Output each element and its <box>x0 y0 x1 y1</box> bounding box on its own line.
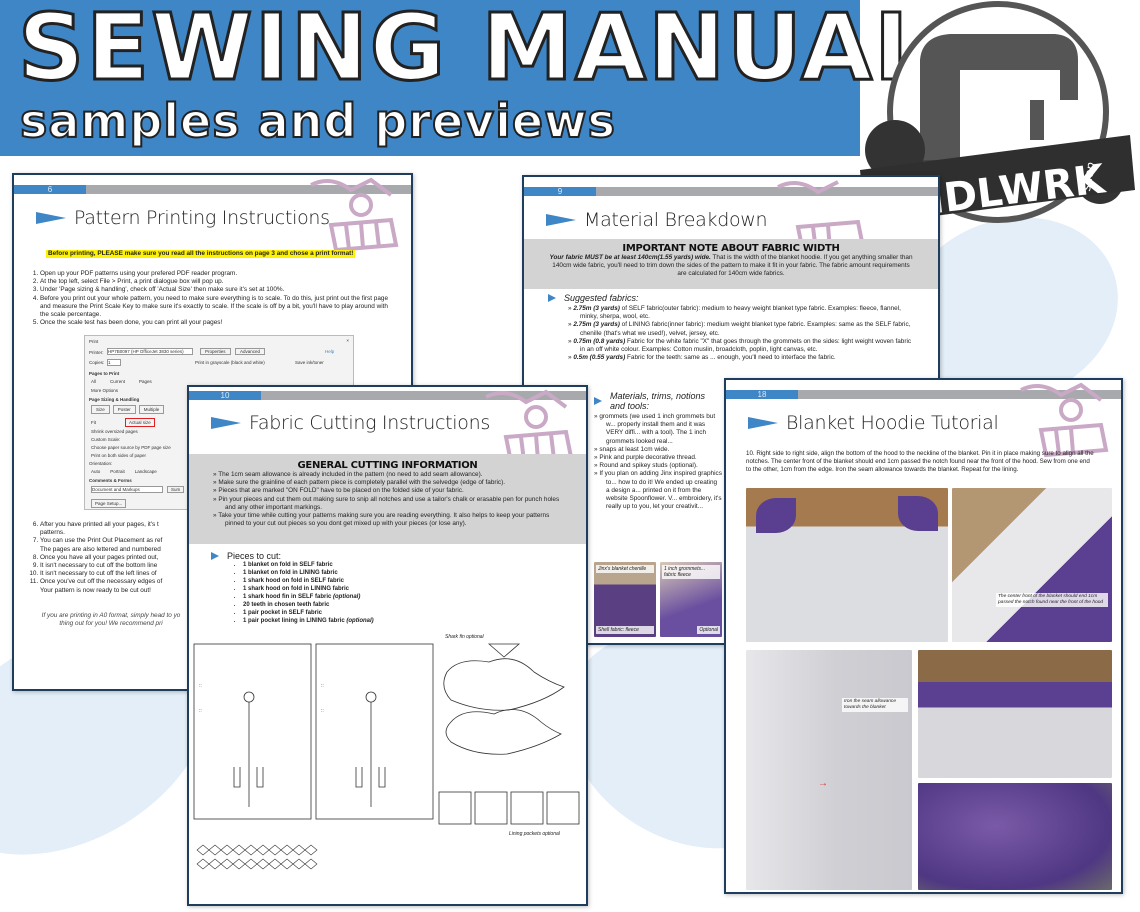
tooth-piece <box>304 858 318 870</box>
arrow-icon <box>748 417 778 429</box>
page-number: 6 <box>14 185 86 194</box>
tooth-piece <box>232 858 246 870</box>
svg-text:::: :: <box>321 683 324 689</box>
page-heading: Fabric Cutting Instructions <box>211 412 490 434</box>
pattern-layout-diagram: :::::::: <box>193 643 580 870</box>
steps-list: Open up your PDF patterns using your pre… <box>22 270 392 327</box>
svg-text:::: :: <box>321 708 324 714</box>
arrow-icon <box>36 212 66 224</box>
fabric-list: 2.75m (3 yards) of SELF fabric(outer fab… <box>548 305 914 362</box>
tooth-piece <box>256 858 270 870</box>
heading-text: Pattern Printing Instructions <box>74 207 330 229</box>
jinx-doodle <box>1020 382 1109 458</box>
cutting-info: GENERAL CUTTING INFORMATION The 1cm seam… <box>189 454 586 544</box>
page-number: 18 <box>726 390 798 399</box>
arrow-icon <box>594 397 602 405</box>
tutorial-photo: Iron the seam allowance towards the blan… <box>746 650 912 890</box>
a0-note: If you are printing in A0 format, simply… <box>41 612 181 628</box>
tooth-piece <box>280 858 294 870</box>
heading-text: Material Breakdown <box>584 209 768 231</box>
tooth-piece <box>292 858 306 870</box>
tooth-piece <box>220 844 234 856</box>
page-bar: 9 <box>524 187 938 196</box>
steps-list-continued: After you have printed all your pages, i… <box>22 521 188 595</box>
tooth-piece <box>256 844 270 856</box>
suggested-fabrics-heading: Suggested fabrics: <box>548 293 914 303</box>
page-bar: 6 <box>14 185 411 194</box>
tooth-piece <box>292 844 306 856</box>
tooth-piece <box>208 858 222 870</box>
heading-text: Blanket Hoodie Tutorial <box>786 412 999 434</box>
arrow-icon <box>548 294 556 302</box>
notice: Before printing, PLEASE make sure you re… <box>46 250 356 259</box>
tooth-piece <box>244 844 258 856</box>
banner-subtitle: samples and previews <box>19 93 617 149</box>
page-number: 10 <box>189 391 261 400</box>
tooth-piece <box>220 858 234 870</box>
svg-text:::: :: <box>199 683 202 689</box>
tooth-piece <box>304 844 318 856</box>
arrow-icon <box>211 417 241 429</box>
tools-list: grommets (we used 1 inch grommets but w.… <box>594 413 722 511</box>
step-text: 10. Right side to right side, align the … <box>746 450 1094 474</box>
tooth-piece <box>280 844 294 856</box>
page-heading: Blanket Hoodie Tutorial <box>748 412 999 434</box>
svg-text:::: :: <box>199 708 202 714</box>
header-banner: SEWING MANUAL samples and previews <box>0 0 934 156</box>
page-heading: Pattern Printing Instructions <box>36 207 330 229</box>
svg-text:shop: shop <box>1079 161 1098 192</box>
tooth-piece <box>208 844 222 856</box>
page-bar: 18 <box>726 390 1121 399</box>
tutorial-photo: The center front of the blanket should e… <box>952 488 1112 642</box>
tutorial-photo <box>918 650 1112 778</box>
tools-heading: Materials, trims, notions and tools: <box>594 391 722 411</box>
tooth-piece <box>196 858 210 870</box>
pieces-heading: Pieces to cut: <box>211 551 374 561</box>
pieces-list: 1 blanket on fold in SELF fabric1 blanke… <box>211 561 374 625</box>
tooth-piece <box>268 858 282 870</box>
page-heading: Material Breakdown <box>546 209 768 231</box>
tooth-piece <box>232 844 246 856</box>
tutorial-photo <box>918 783 1112 890</box>
banner-title: SEWING MANUAL <box>17 0 935 103</box>
page-preview-10: 10 Fabric Cutting Instructions GENERAL C… <box>187 385 588 906</box>
fabric-width-note: IMPORTANT NOTE ABOUT FABRIC WIDTH Your f… <box>524 239 938 289</box>
arrow-icon <box>211 552 219 560</box>
tutorial-photo <box>746 488 948 642</box>
fin-label: Shark fin optional <box>445 634 484 640</box>
tooth-piece <box>196 844 210 856</box>
jinx-doodle <box>310 177 399 253</box>
pockets-label: Lining pockets optional <box>509 831 560 837</box>
page-number: 9 <box>524 187 596 196</box>
arrow-icon <box>546 214 576 226</box>
arrow-marker: → <box>818 778 828 789</box>
tooth-piece <box>268 844 282 856</box>
page-bar: 10 <box>189 391 586 400</box>
page-preview-18: 18 Blanket Hoodie Tutorial 10. Right sid… <box>724 378 1123 894</box>
heading-text: Fabric Cutting Instructions <box>249 412 490 434</box>
tooth-piece <box>244 858 258 870</box>
close-icon: × <box>346 338 349 343</box>
